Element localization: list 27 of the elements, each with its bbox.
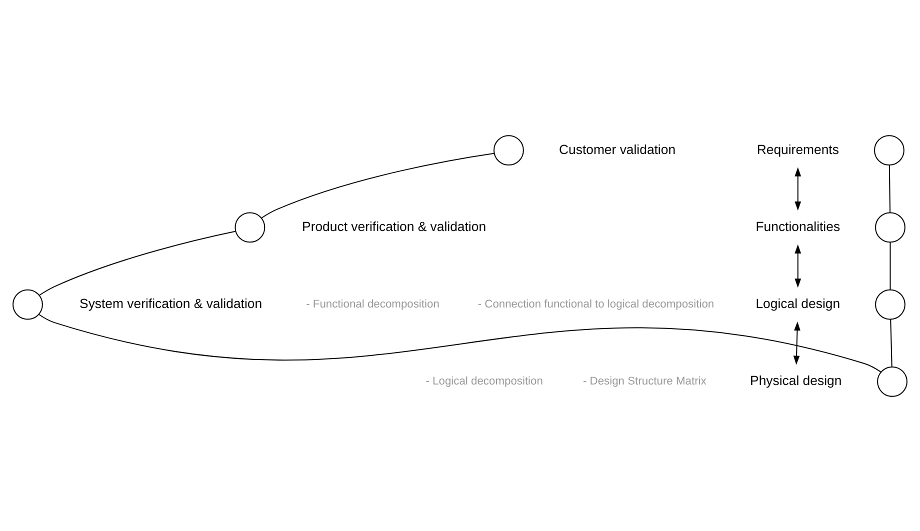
node-circle <box>234 212 266 242</box>
node-circle <box>493 134 524 166</box>
node-circle <box>875 212 906 242</box>
label: - Design Structure Matrix <box>582 375 706 388</box>
connector <box>890 318 892 366</box>
connector <box>38 313 882 372</box>
node-circle <box>874 134 904 166</box>
arrow <box>793 320 800 364</box>
label: Product verification & validation <box>302 218 486 234</box>
node-text: Physical design <box>750 372 842 388</box>
connector <box>261 152 494 218</box>
label: Customer validation <box>559 141 676 156</box>
arrow <box>794 166 802 210</box>
label: - Functional decomposition <box>306 298 440 310</box>
node-circle <box>12 288 43 320</box>
arrow <box>794 244 802 288</box>
label: - Connection functional to logical decomposition <box>478 298 714 310</box>
node-circle <box>877 366 908 396</box>
connector <box>39 230 236 296</box>
node-text: Functionalities <box>756 218 840 234</box>
node-text: Logical design <box>756 296 840 311</box>
node-text: Requirements <box>756 141 839 156</box>
label: - Logical decomposition <box>426 375 543 388</box>
connector <box>888 164 891 212</box>
label: System verification & validation <box>80 296 262 311</box>
node-circle <box>875 288 906 320</box>
connector <box>890 242 891 290</box>
